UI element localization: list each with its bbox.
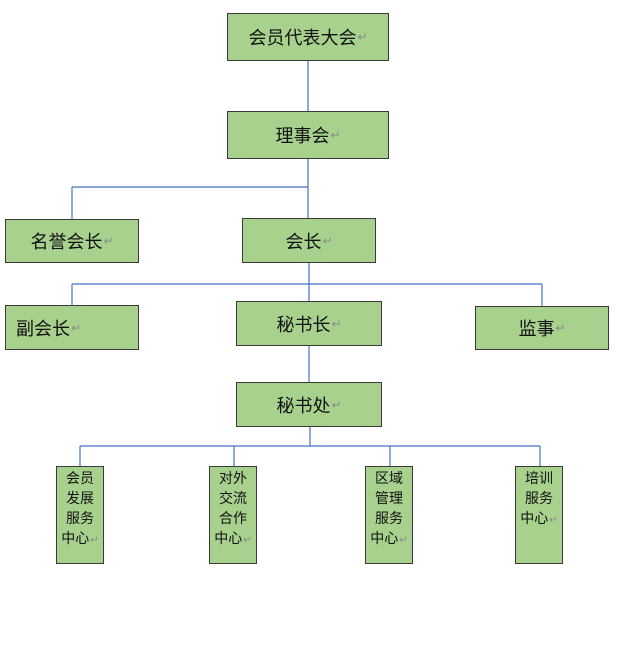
center-label-line-text: 中心 [520,511,549,527]
center-label-line: 发展 [66,491,94,507]
paragraph-mark-icon: ↵ [71,320,82,335]
node-council: 理事会↵ [227,111,389,159]
center-label-line-text: 中心 [61,531,90,547]
node-training-service-center: 培训 服务 中心↵ [515,466,563,564]
center-label-line: 服务 [525,491,553,507]
paragraph-mark-icon: ↵ [331,316,342,331]
node-secretary-general-label: 秘书长 [276,314,331,336]
node-secretariat-label: 秘书处 [276,395,331,417]
center-label-line: 中心↵ [366,529,412,551]
node-president: 会长↵ [242,218,376,263]
center-label-line: 培训 [525,471,553,487]
paragraph-mark-icon: ↵ [549,515,558,526]
paragraph-mark-icon: ↵ [243,535,252,546]
center-label-line-text: 中心 [370,531,399,547]
center-label-line: 管理 [375,491,403,507]
center-label-line: 会员 [66,471,94,487]
node-honorary-president: 名誉会长↵ [5,219,139,263]
paragraph-mark-icon: ↵ [330,128,341,142]
node-supervisor-label: 监事 [518,319,555,340]
paragraph-mark-icon: ↵ [331,397,342,412]
node-regional-management-center: 区域 管理 服务 中心↵ [365,466,413,564]
node-external-exchange-center: 对外 交流 合作 中心↵ [209,466,257,564]
node-honorary-president-label: 名誉会长 [30,232,103,253]
center-label-line: 交流 [219,491,247,507]
center-label-line: 中心↵ [57,529,103,551]
node-member-development-center: 会员 发展 服务 中心↵ [56,466,104,564]
paragraph-mark-icon: ↵ [555,321,566,335]
paragraph-mark-icon: ↵ [399,535,408,546]
node-secretary-general: 秘书长↵ [236,301,382,346]
node-vice-president: 副会长↵ [5,305,139,350]
center-label-line: 服务 [375,511,403,527]
center-label-line: 对外 [219,471,247,487]
node-vice-president-label: 副会长 [16,318,70,340]
paragraph-mark-icon: ↵ [357,30,368,44]
center-label-line: 区域 [375,471,403,487]
node-members-assembly: 会员代表大会↵ [227,13,389,61]
node-secretariat: 秘书处↵ [236,382,382,427]
center-label-line: 中心↵ [516,509,562,531]
paragraph-mark-icon: ↵ [90,535,99,546]
center-label-line: 服务 [66,511,94,527]
center-label-line: 中心↵ [210,529,256,551]
center-label-line-text: 中心 [214,531,243,547]
node-president-label: 会长 [285,231,322,253]
center-label-line: 合作 [219,511,247,527]
node-members-assembly-label: 会员代表大会 [248,28,357,49]
paragraph-mark-icon: ↵ [322,233,333,248]
node-council-label: 理事会 [275,126,330,147]
node-supervisor: 监事↵ [475,306,609,350]
paragraph-mark-icon: ↵ [103,234,114,248]
